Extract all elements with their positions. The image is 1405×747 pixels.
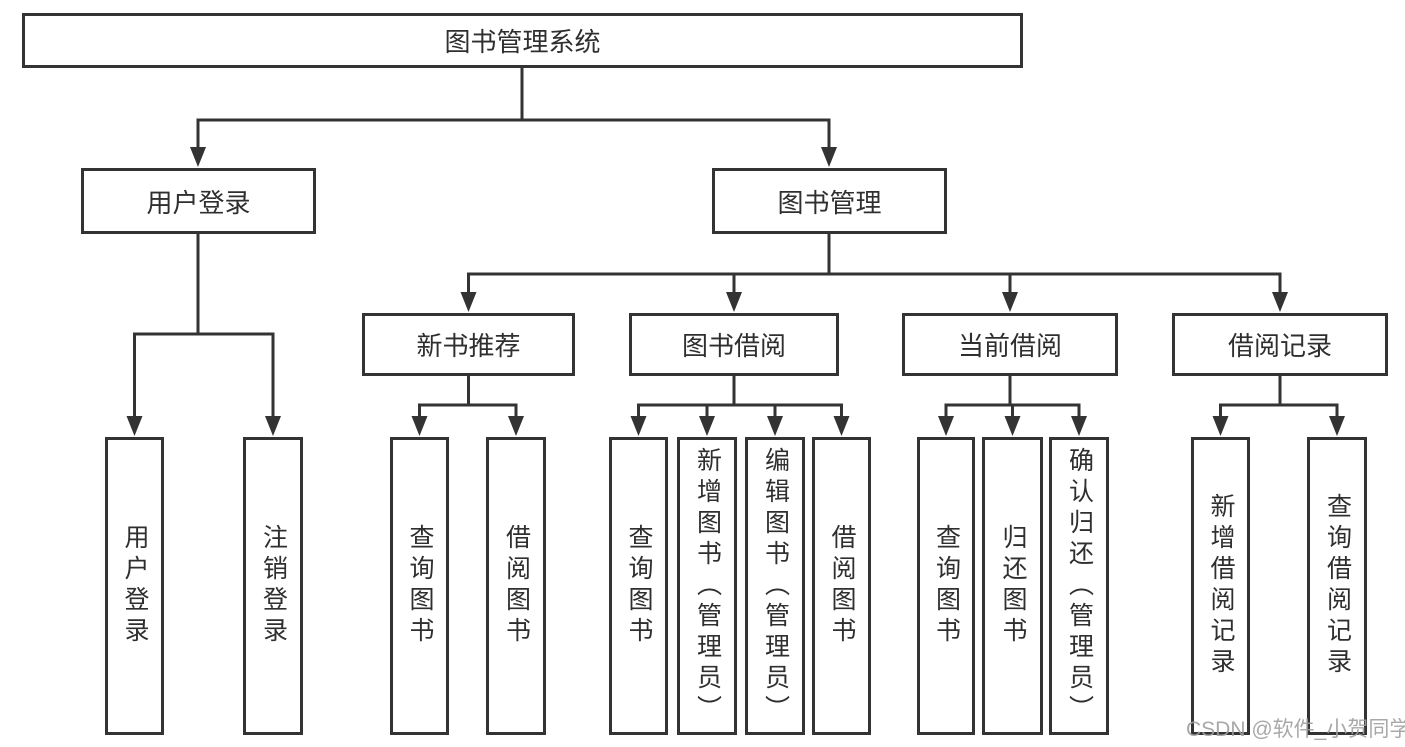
leaf-confirm-return-admin: 确认归还（管理员） xyxy=(1049,437,1109,735)
node-label: 新书推荐 xyxy=(416,331,521,361)
node-user-login: 用户登录 xyxy=(81,168,316,234)
node-new-book-recommend: 新书推荐 xyxy=(362,313,575,376)
node-label: 借阅图书 xyxy=(828,524,856,648)
leaf-query-book-recommend: 查询图书 xyxy=(390,437,449,735)
node-borrow-record: 借阅记录 xyxy=(1172,313,1388,376)
node-label: 图书管理系统 xyxy=(444,27,601,57)
node-label: 归还图书 xyxy=(999,524,1027,648)
node-label: 用户登录 xyxy=(121,524,149,648)
node-label: 注销登录 xyxy=(259,524,288,648)
node-book-borrow: 图书借阅 xyxy=(629,313,839,376)
node-book-management: 图书管理 xyxy=(712,168,947,234)
node-label: 查询图书 xyxy=(406,524,434,648)
node-label: 图书管理 xyxy=(777,187,882,218)
leaf-query-book-borrow: 查询图书 xyxy=(609,437,668,735)
leaf-borrow-book: 借阅图书 xyxy=(812,437,871,735)
node-label: 当前借阅 xyxy=(957,331,1062,361)
node-label: 编辑图书（管理员） xyxy=(761,446,790,726)
leaf-edit-book-admin: 编辑图书（管理员） xyxy=(745,437,805,735)
leaf-add-book-admin: 新增图书（管理员） xyxy=(677,437,737,735)
leaf-logout: 注销登录 xyxy=(243,437,303,735)
node-current-borrow: 当前借阅 xyxy=(902,313,1118,376)
node-label: 借阅记录 xyxy=(1227,331,1332,361)
leaf-query-book-current: 查询图书 xyxy=(917,437,975,735)
node-label: 用户登录 xyxy=(146,187,251,218)
node-label: 新增图书（管理员） xyxy=(693,446,722,726)
leaf-query-borrow-record: 查询借阅记录 xyxy=(1307,437,1367,735)
leaf-add-borrow-record: 新增借阅记录 xyxy=(1191,437,1250,735)
leaf-user-login: 用户登录 xyxy=(105,437,164,735)
leaf-return-book: 归还图书 xyxy=(982,437,1043,735)
node-label: 查询图书 xyxy=(932,524,961,648)
node-label: 借阅图书 xyxy=(502,524,531,648)
node-root-library-system: 图书管理系统 xyxy=(22,13,1023,68)
node-label: 查询图书 xyxy=(625,524,653,648)
node-label: 确认归还（管理员） xyxy=(1065,446,1094,726)
node-label: 查询借阅记录 xyxy=(1323,493,1352,679)
leaf-borrow-book-recommend: 借阅图书 xyxy=(486,437,546,735)
node-label: 新增借阅记录 xyxy=(1207,493,1235,679)
node-label: 图书借阅 xyxy=(681,331,786,361)
